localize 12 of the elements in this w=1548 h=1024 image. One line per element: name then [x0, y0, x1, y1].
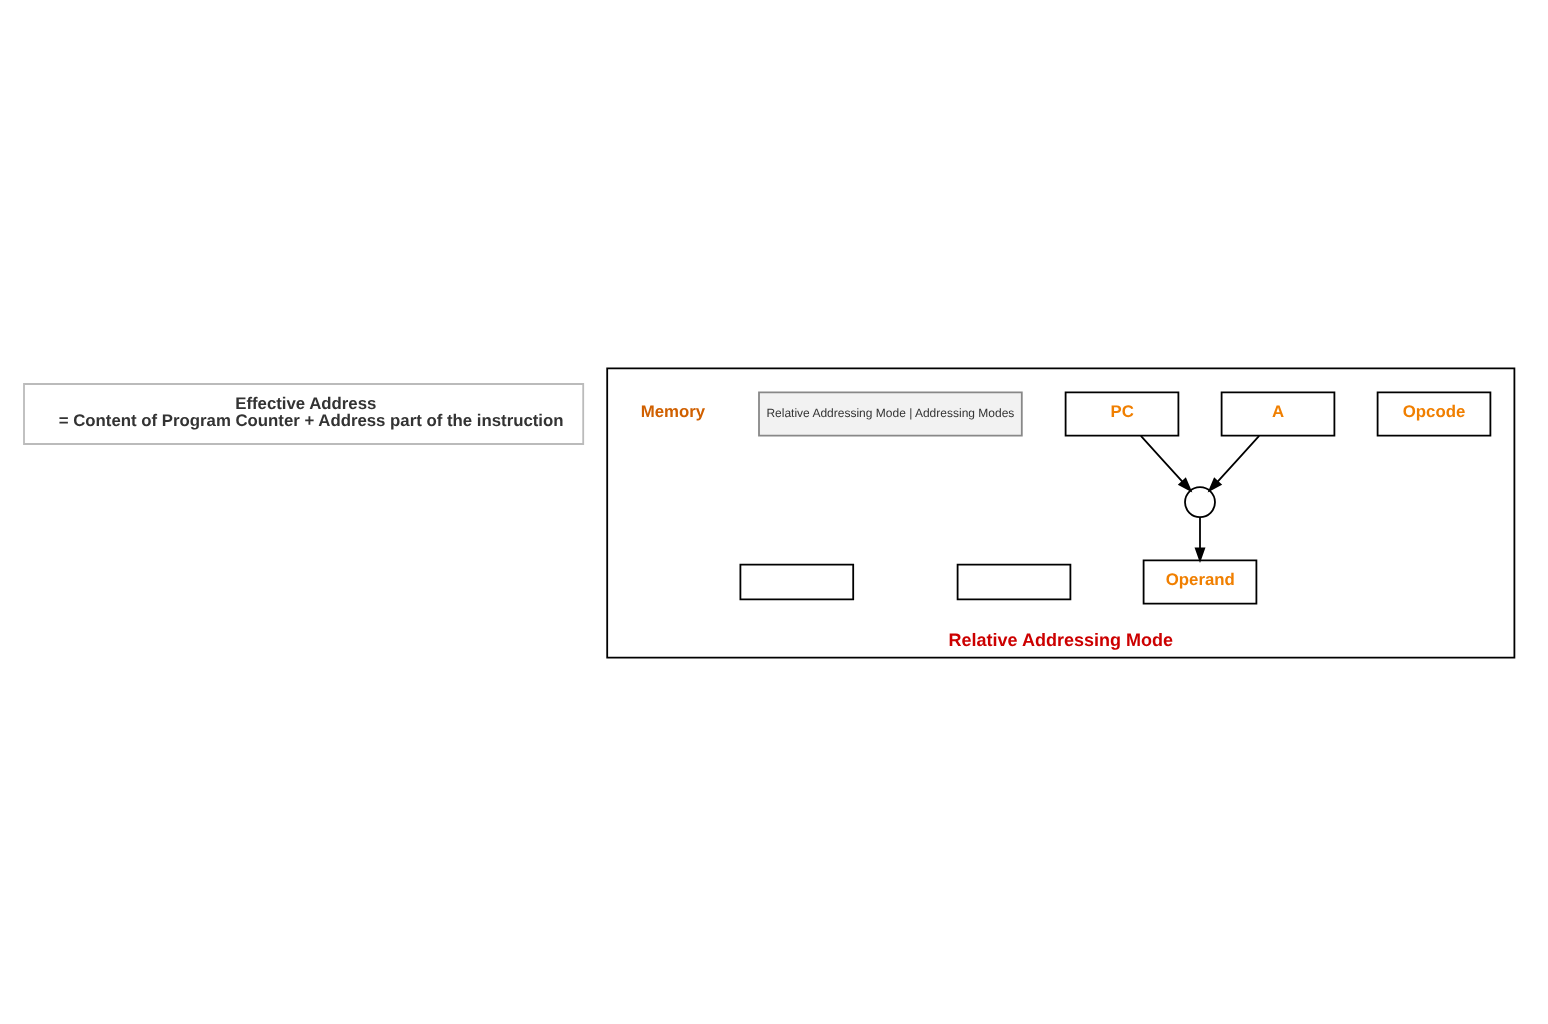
arrow	[1194, 515, 1206, 563]
label: Memory	[640, 400, 706, 421]
node-box	[956, 562, 1072, 600]
node-box	[739, 562, 855, 600]
arrow	[1207, 434, 1260, 492]
arrow	[1140, 434, 1193, 492]
node-box: Operand	[1142, 558, 1258, 604]
node-circle	[1184, 485, 1216, 518]
node-box: Effective Address = Content of Program Counter + Address part of the instruction	[23, 382, 585, 444]
node-box: PC	[1064, 390, 1180, 436]
node-box: A	[1220, 390, 1336, 436]
node-box: Opcode	[1376, 390, 1492, 436]
